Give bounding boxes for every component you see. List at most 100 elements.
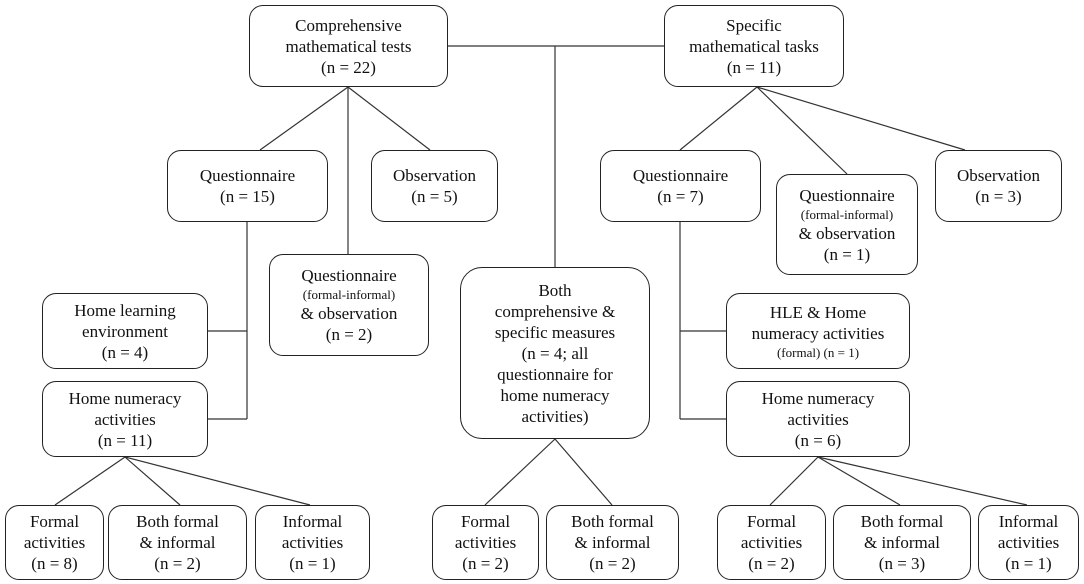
connector-line <box>756 86 848 175</box>
node-line: mathematical tests <box>285 36 412 56</box>
node-line: (n = 11) <box>97 430 153 450</box>
node-line: activities) <box>521 406 589 426</box>
node-line: (n = 1) <box>1005 554 1052 573</box>
node-line: (formal-informal) <box>302 287 396 302</box>
node-line: activities <box>23 533 86 552</box>
node-line: Both formal <box>860 512 944 531</box>
node-formal-activities-2b: Formal activities (n = 2) <box>432 505 539 580</box>
connector-line <box>817 456 1028 506</box>
node-line: Home numeracy <box>761 388 875 408</box>
node-line: activities <box>740 533 803 552</box>
node-line: (n = 2) <box>748 554 795 573</box>
node-line: Questionnaire <box>301 266 397 285</box>
node-line: mathematical tasks <box>689 36 819 56</box>
node-line: & observation <box>300 304 398 323</box>
node-home-learning-environment: Home learning environment (n = 4) <box>42 293 208 369</box>
node-line: Informal <box>282 512 343 531</box>
connector-line <box>817 456 901 506</box>
node-observation-3: Observation (n = 3) <box>935 150 1062 222</box>
node-line: Home learning <box>74 300 176 320</box>
connector-line <box>347 86 431 151</box>
node-line: Observation <box>956 166 1041 185</box>
node-questionnaire-observation-1: Questionnaire (formal-informal) & observ… <box>776 174 918 275</box>
connector-line <box>554 438 613 506</box>
node-line: & informal <box>863 533 940 552</box>
node-line: Observation <box>392 166 477 185</box>
node-home-numeracy-activities-6: Home numeracy activities (n = 6) <box>726 381 910 457</box>
node-observation-5: Observation (n = 5) <box>371 150 498 222</box>
node-line: Formal <box>460 512 511 531</box>
node-line: (n = 2) <box>154 554 201 573</box>
node-line: (n = 6) <box>794 430 842 450</box>
connector-line <box>484 438 556 506</box>
node-line: Formal <box>29 512 80 531</box>
node-line: activities <box>787 409 849 429</box>
node-line: (n = 22) <box>321 57 376 77</box>
connector-line <box>769 456 819 506</box>
node-line: Questionnaire <box>799 185 895 205</box>
node-line: comprehensive & <box>494 301 616 321</box>
connector-line <box>54 456 126 506</box>
node-line: & informal <box>574 533 651 552</box>
node-line: Both <box>538 280 572 300</box>
node-line: (n = 3) <box>975 187 1022 206</box>
node-line: (n = 1) <box>289 554 336 573</box>
node-both-measures: Both comprehensive & specific measures (… <box>460 267 650 439</box>
node-line: Both formal <box>136 512 219 531</box>
node-formal-activities-2c: Formal activities (n = 2) <box>717 505 826 580</box>
node-hle-home-numeracy: HLE & Home numeracy activities (formal) … <box>726 293 910 369</box>
node-line: activities <box>997 533 1060 552</box>
connector-line <box>124 456 181 506</box>
node-line: Home numeracy <box>68 388 182 408</box>
node-line: Specific <box>726 15 782 35</box>
node-line: Informal <box>998 512 1059 531</box>
node-both-formal-informal-2a: Both formal & informal (n = 2) <box>108 505 247 580</box>
node-line: (n = 2) <box>462 554 509 573</box>
node-line: Questionnaire <box>632 166 729 185</box>
node-line: HLE & Home <box>769 302 867 322</box>
node-line: (n = 2) <box>589 554 636 573</box>
node-line: (n = 1) <box>823 244 871 264</box>
node-line: (n = 11) <box>726 57 782 77</box>
node-line: questionnaire for <box>497 364 613 384</box>
node-line: & informal <box>139 533 216 552</box>
connector-line <box>679 86 758 151</box>
node-line: activities <box>454 533 517 552</box>
node-specific-tasks: Specific mathematical tasks (n = 11) <box>664 5 844 87</box>
node-both-formal-informal-2b: Both formal & informal (n = 2) <box>546 505 679 580</box>
node-line: Both formal <box>571 512 654 531</box>
node-line: (n = 2) <box>325 325 373 344</box>
connector-line <box>259 86 349 151</box>
node-comprehensive-tests: Comprehensive mathematical tests (n = 22… <box>249 5 448 87</box>
node-line: (n = 4; all <box>521 343 589 363</box>
node-questionnaire-15: Questionnaire (n = 15) <box>167 150 328 222</box>
node-line: activities <box>281 533 344 552</box>
node-line: (n = 7) <box>657 187 704 206</box>
node-line: & observation <box>798 223 896 243</box>
node-line: (formal-informal) <box>800 206 894 222</box>
node-informal-activities-1b: Informal activities (n = 1) <box>978 505 1079 580</box>
node-questionnaire-observation-2: Questionnaire (formal-informal) & observ… <box>269 254 429 356</box>
node-line: (formal) (n = 1) <box>776 344 860 360</box>
node-formal-activities-8: Formal activities (n = 8) <box>5 505 104 580</box>
node-both-formal-informal-3: Both formal & informal (n = 3) <box>833 505 971 580</box>
node-line: specific measures <box>494 322 616 342</box>
node-line: activities <box>94 409 156 429</box>
node-line: environment <box>82 321 168 341</box>
node-questionnaire-7: Questionnaire (n = 7) <box>600 150 761 222</box>
node-line: (n = 8) <box>31 554 78 573</box>
node-line: numeracy activities <box>751 323 885 343</box>
node-line: Questionnaire <box>199 166 296 185</box>
node-line: (n = 3) <box>878 554 926 573</box>
node-informal-activities-1a: Informal activities (n = 1) <box>255 505 370 580</box>
connector-line <box>756 86 966 151</box>
node-line: home numeracy <box>500 385 610 405</box>
connector-line <box>124 456 311 506</box>
node-home-numeracy-activities-11: Home numeracy activities (n = 11) <box>42 381 208 457</box>
node-line: (n = 5) <box>411 187 458 206</box>
node-line: Formal <box>746 512 797 531</box>
node-line: Comprehensive <box>295 15 402 35</box>
node-line: (n = 15) <box>220 187 275 206</box>
